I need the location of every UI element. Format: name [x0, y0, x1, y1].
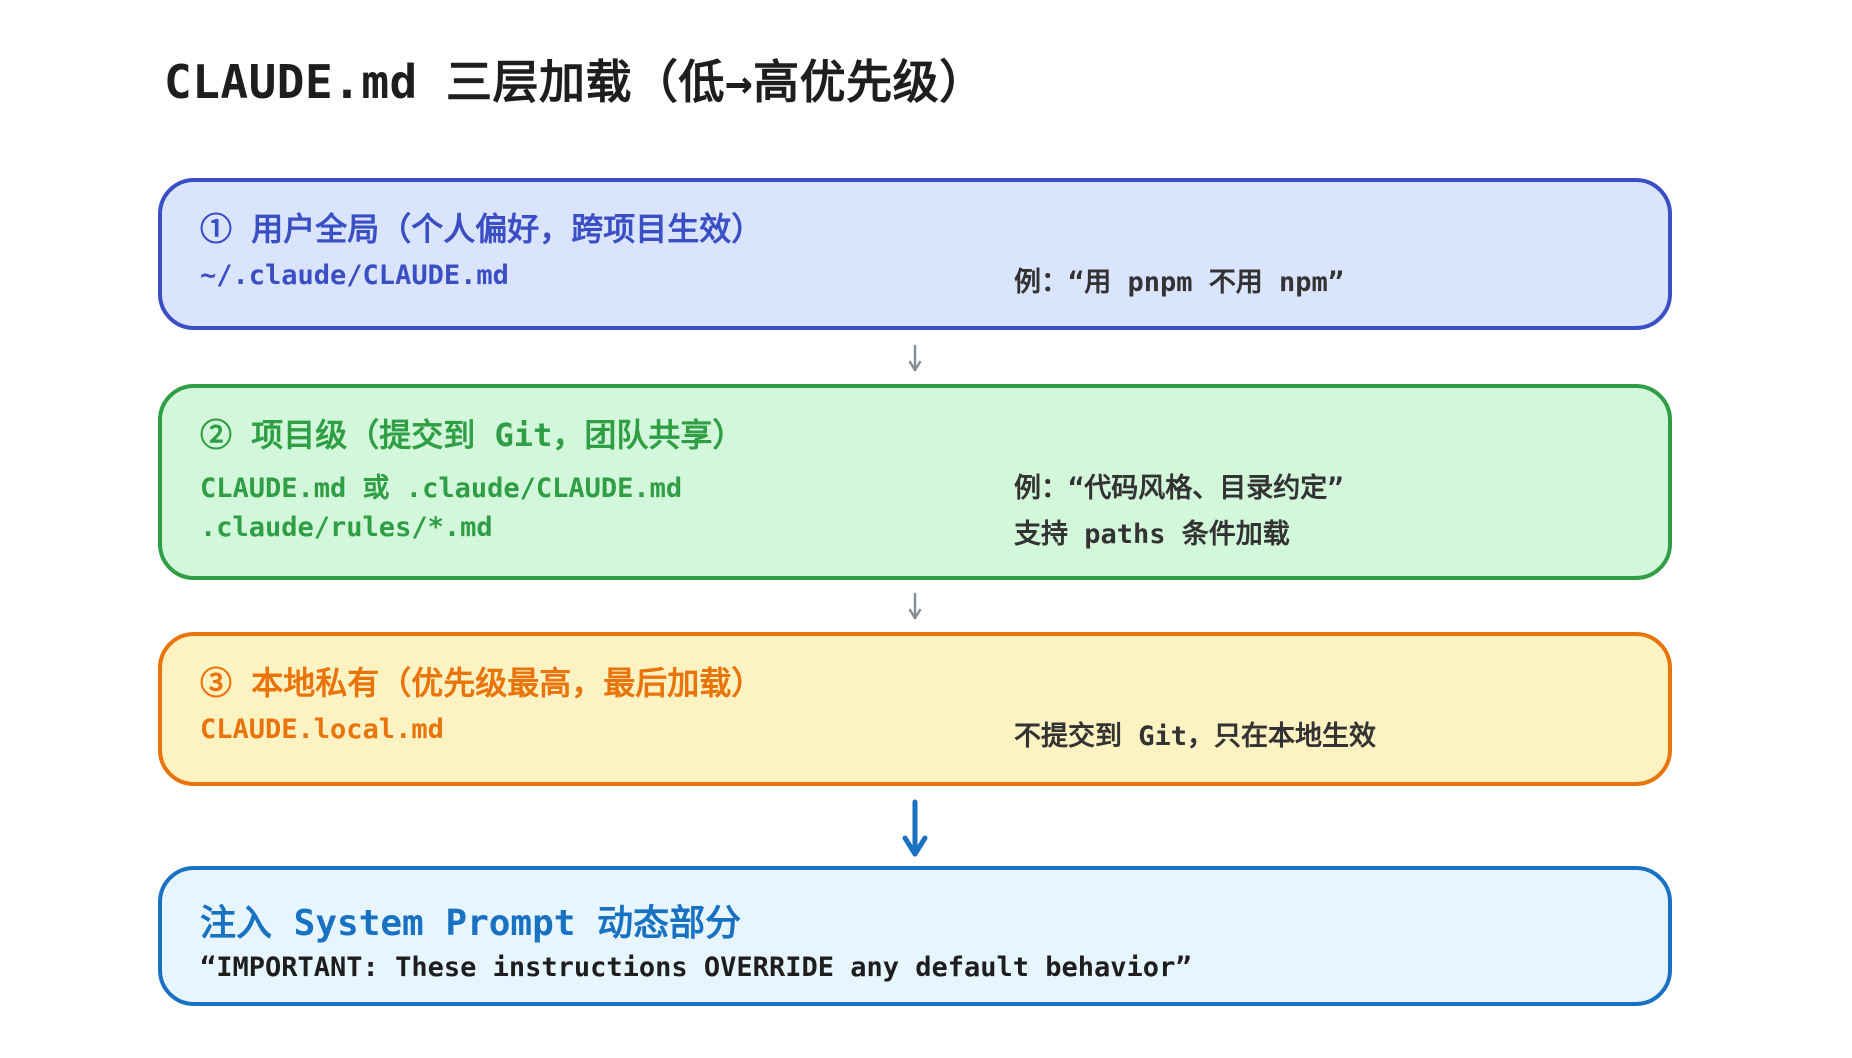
layer-local-path: CLAUDE.local.md — [200, 714, 444, 745]
layer-project-heading: ② 项目级（提交到 Git，团队共享） — [200, 416, 745, 454]
layer-project-note-2: 支持 paths 条件加载 — [1014, 519, 1290, 550]
system-prompt-quote: “IMPORTANT: These instructions OVERRIDE … — [200, 952, 1192, 983]
layer-user-global-box: ① 用户全局（个人偏好，跨项目生效） ~/.claude/CLAUDE.md 例… — [158, 178, 1672, 330]
layer-user-global-heading: ① 用户全局（个人偏好，跨项目生效） — [200, 210, 764, 248]
layer-project-box: ② 项目级（提交到 Git，团队共享） CLAUDE.md 或 .claude/… — [158, 384, 1672, 580]
layer-project-path-1: CLAUDE.md 或 .claude/CLAUDE.md — [200, 473, 683, 504]
layer-project-note-1: 例：“代码风格、目录约定” — [1014, 473, 1344, 504]
layer-project-path-2: .claude/rules/*.md — [200, 512, 493, 543]
layer-user-global-note: 例：“用 pnpm 不用 npm” — [1014, 267, 1345, 298]
layer-user-global-path: ~/.claude/CLAUDE.md — [200, 260, 509, 291]
layer-local-note: 不提交到 Git，只在本地生效 — [1014, 721, 1377, 752]
diagram-title: CLAUDE.md 三层加载（低→高优先级） — [164, 55, 986, 109]
arrow-down-icon-3 — [902, 799, 928, 857]
layer-local-heading: ③ 本地私有（优先级最高，最后加载） — [200, 664, 764, 702]
system-prompt-box: 注入 System Prompt 动态部分 “IMPORTANT: These … — [158, 866, 1672, 1006]
system-prompt-heading: 注入 System Prompt 动态部分 — [200, 903, 742, 944]
arrow-down-icon-2 — [908, 592, 922, 620]
layer-local-box: ③ 本地私有（优先级最高，最后加载） CLAUDE.local.md 不提交到 … — [158, 632, 1672, 786]
arrow-down-icon-1 — [908, 344, 922, 372]
